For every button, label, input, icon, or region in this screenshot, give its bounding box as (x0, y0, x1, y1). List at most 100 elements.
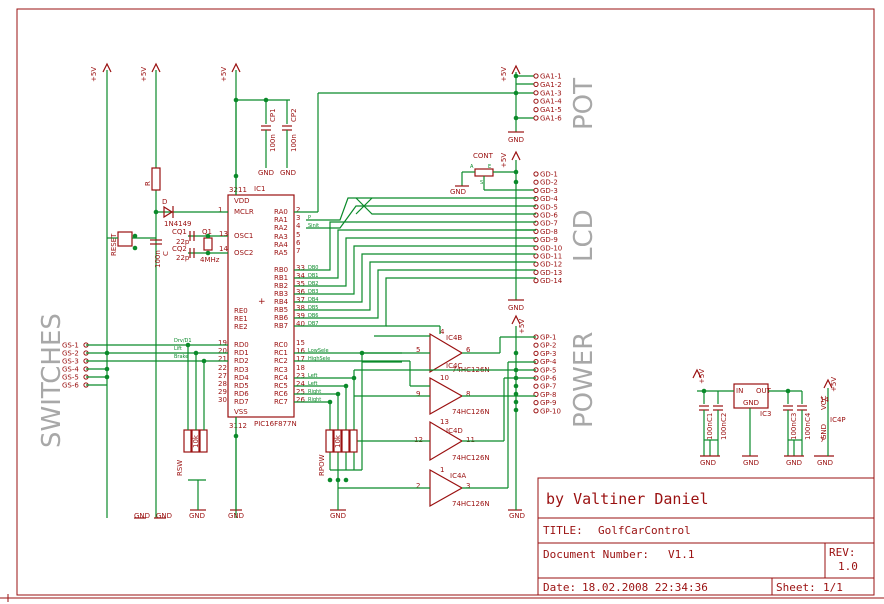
ic1-pin-re1: RE1 (234, 315, 248, 323)
svg-text:4: 4 (440, 328, 445, 336)
ic1-pin-ra1: RA1 (274, 216, 288, 224)
ic1-pin-rd5: RD5 (234, 382, 249, 390)
ic1-right-pin-number: 5 (296, 231, 300, 239)
ic1-pin-re2: RE2 (234, 323, 248, 331)
ic1-right-pin-number: 23 (296, 372, 305, 380)
svg-text:IC4P: IC4P (830, 416, 846, 424)
connector-pin-gd-10: GD-10 (540, 244, 562, 252)
connector-pin-marker (533, 98, 539, 104)
connector-pin-gd-1: GD-1 (540, 171, 558, 179)
gd-pin-list: GD-1GD-2GD-3GD-4GD-5GD-6GD-7GD-8GD-9GD-1… (533, 171, 563, 285)
svg-text:7: 7 (820, 436, 824, 444)
svg-text:6: 6 (466, 346, 471, 354)
ic1-right-pin-number: 38 (296, 304, 305, 312)
ic1-net-label: Sinit (308, 223, 319, 229)
connector-pin-gp-4: GP-4 (540, 358, 557, 366)
connector-pin-gp-2: GP-2 (540, 342, 556, 350)
lcd-connector: +5V GND CONT A E S GND GD-1GD-2GD-3GD-4G… (450, 150, 563, 312)
ic1-net-label: Left (308, 381, 317, 387)
oscillator-network: CQ1 CQ2 22p 22p Q1 4MHz 13 14 (172, 228, 228, 264)
ic1-left-pin-number: 29 (218, 388, 227, 396)
svg-text:IC4C: IC4C (446, 362, 462, 370)
connector-pin-gs-3: GS-3 (62, 358, 79, 366)
connector-pin-gd-7: GD-7 (540, 220, 558, 228)
ic1-pin-ra2: RA2 (274, 224, 288, 232)
connector-pin-marker (533, 115, 539, 121)
svg-text:Drv/D1: Drv/D1 (174, 338, 192, 344)
ic1-pin-rd1: RD1 (234, 349, 249, 357)
connector-pin-gp-5: GP-5 (540, 366, 556, 374)
ic1-net-label: DB2 (308, 281, 318, 287)
svg-text:5: 5 (416, 346, 420, 354)
ic1-pin-rb3: RB3 (274, 290, 288, 298)
svg-text:GND: GND (189, 512, 205, 520)
ic1-pin-rc0: RC0 (274, 341, 288, 349)
supply-rails: +5V +5V +5V (90, 62, 241, 518)
ic1-right-pin-number: 18 (296, 364, 305, 372)
ic1-net-label: Left (308, 373, 317, 379)
connector-pin-gd-8: GD-8 (540, 228, 558, 236)
svg-text:RESET: RESET (110, 233, 118, 256)
ic1-pin-rc1: RC1 (274, 349, 288, 357)
svg-text:GND: GND (508, 136, 524, 144)
ic1-net-label: DB0 (308, 265, 318, 271)
ic1-pin-ra3: RA3 (274, 233, 288, 241)
svg-text:9: 9 (416, 390, 420, 398)
author-text: by Valtiner Daniel (546, 490, 709, 508)
date-value: 18.02.2008 22:34:36 (582, 581, 708, 594)
svg-text:74HC126N: 74HC126N (452, 454, 490, 462)
rpow-resistors: RPOW 10k (318, 429, 362, 510)
svg-text:OUT: OUT (756, 387, 772, 395)
connector-pin-gp-10: GP-10 (540, 407, 561, 415)
connector-pin-gp-8: GP-8 (540, 391, 556, 399)
svg-text:8: 8 (466, 390, 470, 398)
ic1-right-pin-number: 35 (296, 280, 305, 288)
svg-text:GND: GND (156, 512, 172, 520)
reset-network: R D 1N4149 C 100n RESET (107, 167, 228, 268)
ic1-net-label: DB7 (308, 321, 318, 327)
svg-text:+5V: +5V (518, 319, 526, 334)
svg-text:22p: 22p (176, 254, 190, 262)
buffer-ic4c: IC4C 74HC126N 9 8 10 (354, 362, 536, 416)
svg-text:11: 11 (466, 436, 475, 444)
sheet-label: Sheet: (776, 581, 816, 594)
svg-text:74HC126N: 74HC126N (452, 408, 490, 416)
power-connector: +5V GP-1GP-2GP-3GP-4GP-5GP-6GP-7GP-8GP-9… (511, 314, 561, 510)
svg-text:GND: GND (450, 188, 466, 196)
svg-text:100n: 100n (804, 422, 812, 440)
svg-text:GND: GND (508, 304, 524, 312)
svg-text:+: + (258, 297, 266, 307)
connector-pin-gd-9: GD-9 (540, 236, 558, 244)
svg-text:100n: 100n (154, 250, 162, 268)
svg-text:12: 12 (414, 436, 423, 444)
connector-pin-marker (533, 278, 539, 284)
ic1-right-pin-number: 26 (296, 396, 305, 404)
connector-pin-ga1-4: GA1-4 (540, 98, 562, 106)
svg-text:CONT: CONT (473, 152, 494, 160)
ic1-net-label: DB1 (308, 273, 318, 279)
svg-text:E: E (488, 164, 491, 170)
connector-pin-gp-9: GP-9 (540, 399, 556, 407)
svg-text:1: 1 (440, 466, 444, 474)
connector-pin-ga1-3: GA1-3 (540, 89, 562, 97)
ic1-right-pin-number: 34 (296, 272, 305, 280)
ic1-right-pin-number: 24 (296, 380, 305, 388)
svg-text:RPOW: RPOW (318, 454, 326, 476)
ic1-right-wiring (294, 93, 536, 327)
ic1-pin-mclr: MCLR (234, 208, 254, 216)
connector-pin-ga1-6: GA1-6 (540, 115, 562, 123)
connector-pin-gd-11: GD-11 (540, 253, 562, 261)
svg-text:IC4A: IC4A (450, 472, 466, 480)
ic1-net-label: DB6 (308, 313, 318, 319)
rev-label: REV: (829, 546, 856, 559)
svg-text:IN: IN (736, 387, 743, 395)
svg-text:+5V: +5V (500, 67, 508, 82)
connector-pin-marker (533, 261, 539, 267)
ic1-right-pin-number: 36 (296, 288, 305, 296)
connector-pin-marker (533, 269, 539, 275)
svg-text:1N4149: 1N4149 (164, 220, 192, 228)
connector-pin-gd-13: GD-13 (540, 269, 562, 277)
ic1-right-pin-number: 39 (296, 312, 305, 320)
